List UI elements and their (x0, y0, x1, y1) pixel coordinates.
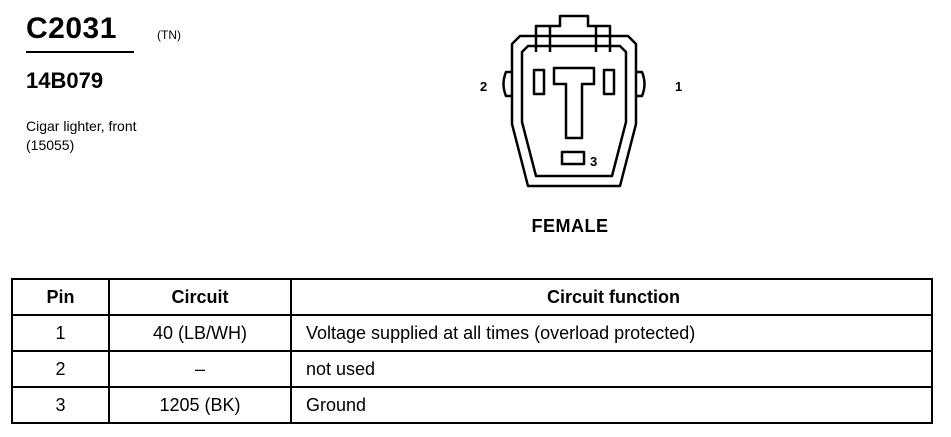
cell-pin: 3 (11, 386, 110, 424)
cell-function: Ground (290, 386, 933, 424)
table-row: 2 – not used (11, 350, 933, 388)
connector-latch (534, 14, 612, 52)
description-line-1: Cigar lighter, front (26, 118, 137, 134)
header-circuit: Circuit (108, 278, 292, 316)
cell-circuit: 1205 (BK) (108, 386, 292, 424)
color-code: (TN) (157, 28, 181, 42)
header-circuit-function: Circuit function (290, 278, 933, 316)
table-row: 1 40 (LB/WH) Voltage supplied at all tim… (11, 314, 933, 352)
pin-cavity-2 (532, 68, 546, 96)
connector-id: C2031 (26, 12, 117, 45)
cell-circuit: 40 (LB/WH) (108, 314, 292, 352)
table-row: 3 1205 (BK) Ground (11, 386, 933, 424)
polarizing-key (552, 66, 596, 140)
pin-label-3: 3 (590, 154, 597, 169)
pin-cavity-3 (560, 150, 586, 166)
cell-function: Voltage supplied at all times (overload … (290, 314, 933, 352)
connector-id-underline (26, 51, 134, 53)
cell-function: not used (290, 350, 933, 388)
pin-label-2: 2 (480, 79, 487, 94)
header-pin: Pin (11, 278, 110, 316)
connector-face-diagram: 2 1 3 (480, 14, 682, 188)
pin-cavity-1 (602, 68, 616, 96)
side-ear-right (636, 70, 646, 98)
connector-description: Cigar lighter, front (15055) (26, 117, 137, 155)
view-label: FEMALE (531, 216, 609, 236)
side-ear-left (502, 70, 512, 98)
pinout-table: Pin Circuit Circuit function 1 40 (LB/WH… (11, 278, 933, 424)
table-header-row: Pin Circuit Circuit function (11, 278, 933, 316)
connector-inner-outline (520, 44, 628, 178)
cell-circuit: – (108, 350, 292, 388)
cell-pin: 2 (11, 350, 110, 388)
part-number: 14B079 (26, 68, 104, 93)
cell-pin: 1 (11, 314, 110, 352)
connector-body (510, 34, 638, 188)
description-line-2: (15055) (26, 137, 75, 153)
pin-label-1: 1 (675, 79, 682, 94)
